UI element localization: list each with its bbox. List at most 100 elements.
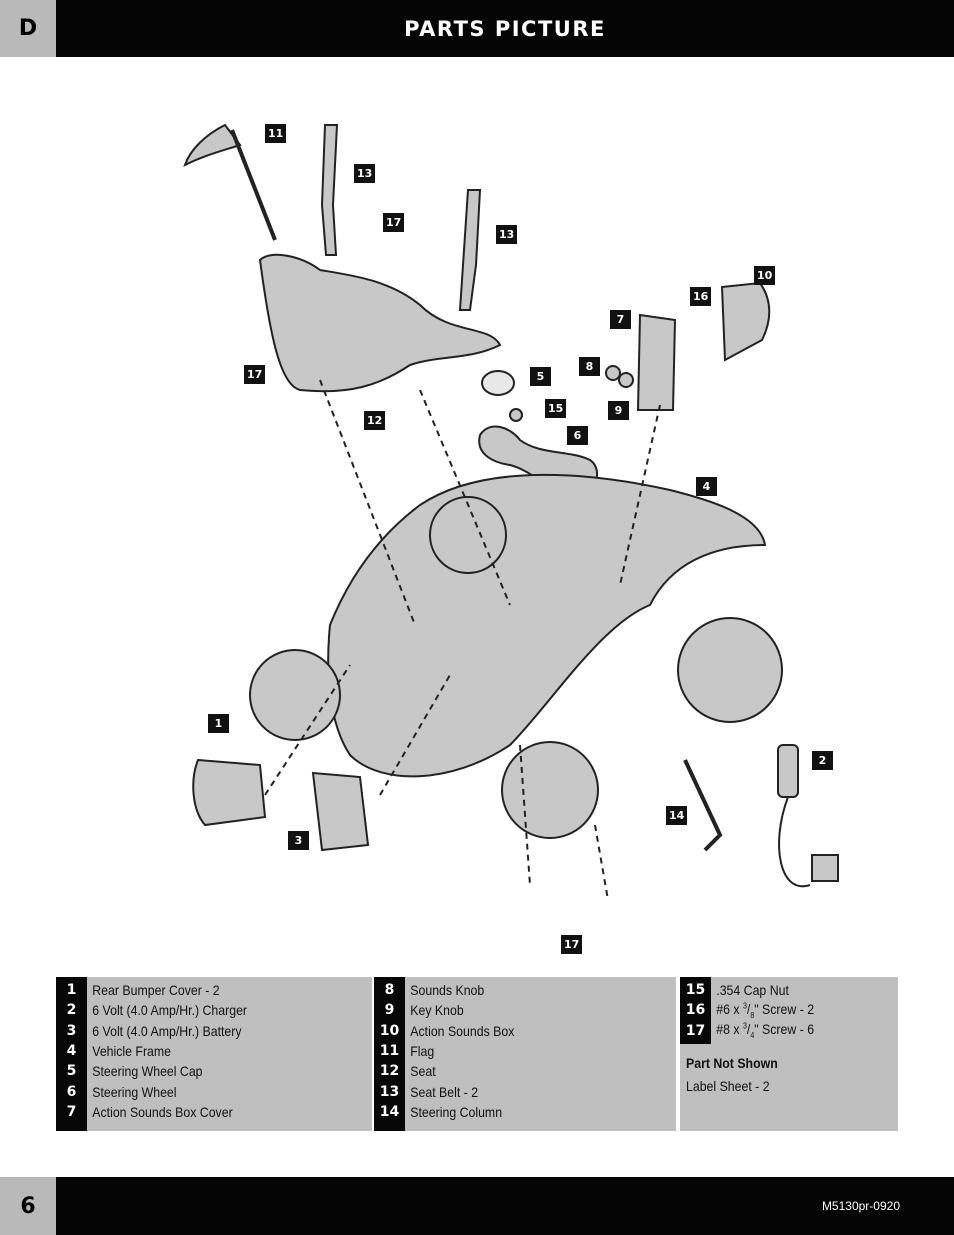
part-not-shown-title: Part Not Shown [686,1055,778,1071]
legend-column-1: 1 Rear Bumper Cover - 2 2 6 Volt (4.0 Amp/… [56,977,372,1131]
action-sounds-box [720,281,771,362]
legend-item-number: 9 [384,1002,395,1019]
legend-item: 2 6 Volt (4.0 Amp/Hr.) Charger [56,1000,372,1020]
legend-item-name: Steering Wheel [92,1083,177,1100]
legend-item: 5 Steering Wheel Cap [56,1061,372,1081]
callout-17-seat-side: 17 [244,365,266,384]
parts-legend: 1 Rear Bumper Cover - 2 2 6 Volt (4.0 Amp/… [56,977,898,1131]
callout-3: 3 [288,831,309,850]
page-footer: 6 M5130pr-0920 [0,1177,954,1235]
legend-item-name: Seat Belt - 2 [410,1083,479,1100]
legend-item: 1 Rear Bumper Cover - 2 [56,980,372,1000]
callout-4: 4 [696,477,717,496]
page-header: D PARTS PICTURE [0,0,954,57]
legend-item-name: Action Sounds Box Cover [92,1103,233,1120]
exploded-view-illustration [183,123,839,901]
callout-13-right: 13 [496,225,518,244]
legend-item: 8 Sounds Knob [374,980,676,1000]
legend-item-number: 17 [685,1022,706,1039]
legend-item-name: Flag [410,1043,435,1060]
section-letter: D [0,0,56,57]
legend-item-number: 12 [379,1063,400,1080]
callout-16: 16 [690,287,712,306]
legend-item-number: 16 [685,1002,706,1019]
legend-item: 15 .354 Cap Nut [680,980,898,1000]
legend-item-number: 8 [384,982,395,999]
callout-5: 5 [530,367,551,386]
assembly-dashed-lines [264,379,661,901]
callout-2: 2 [812,751,833,770]
legend-item-number: 11 [379,1043,400,1060]
legend-item-number: 7 [66,1103,77,1120]
flag-pole [230,129,277,241]
legend-item-name: .354 Cap Nut [716,982,789,999]
legend-item-name: #6 x 3/8" Screw - 2 [716,1001,815,1020]
legend-item-name: Sounds Knob [410,982,485,999]
callout-9: 9 [608,401,629,420]
legend-item: 17 #8 x 3/4" Screw - 6 [680,1021,898,1041]
rear-bumper-cover [192,758,267,827]
callout-15: 15 [545,399,567,418]
legend-item: 3 6 Volt (4.0 Amp/Hr.) Battery [56,1021,372,1041]
legend-item-number: 1 [66,982,77,999]
seat-part [258,253,502,393]
legend-item-name: 6 Volt (4.0 Amp/Hr.) Battery [92,1022,242,1039]
legend-item-name: Action Sounds Box [410,1022,515,1039]
vehicle-frame-part [327,473,767,778]
legend-item: 9 Key Knob [374,1000,676,1020]
wheel-rear-right [501,741,599,839]
charger-plug [811,854,839,882]
legend-item-name: Seat [410,1063,436,1080]
legend-item-number: 6 [66,1083,77,1100]
key-knob [618,372,634,388]
callout-7: 7 [610,310,631,329]
callout-17-seat-top: 17 [383,213,405,232]
legend-item: 11 Flag [374,1041,676,1061]
charger-cord [778,796,811,888]
seat-belt-right [458,189,482,311]
legend-item-number: 3 [66,1022,77,1039]
legend-item-number: 13 [379,1083,400,1100]
document-code: M5130pr-0920 [821,1199,900,1213]
callout-13-left: 13 [354,164,376,183]
action-sounds-box-cover [636,313,677,411]
steering-wheel-cap [481,370,515,396]
seat-belt-left [320,124,339,256]
legend-column-3: 15 .354 Cap Nut 16 #6 x 3/8" Screw - 2 17 #… [680,977,898,1131]
legend-item-name: Key Knob [410,1002,464,1019]
parts-diagram: 11 13 17 13 10 16 7 5 8 15 9 6 4 12 17 1… [150,105,850,965]
steering-column-part [683,759,723,852]
legend-item-number: 2 [66,1002,77,1019]
callout-14: 14 [666,806,688,825]
wheel-front-right [677,617,783,723]
callout-10: 10 [754,266,776,285]
legend-item: 16 #6 x 3/8" Screw - 2 [680,1000,898,1020]
charger-part [777,744,799,798]
flag-part [183,123,242,167]
legend-item-name: Vehicle Frame [92,1043,172,1060]
part-not-shown-item: Label Sheet - 2 [686,1078,770,1094]
sounds-knob [605,365,621,381]
callout-11: 11 [265,124,287,143]
legend-item: 7 Action Sounds Box Cover [56,1102,372,1122]
page-number: 6 [0,1177,56,1235]
legend-item: 4 Vehicle Frame [56,1041,372,1061]
wheel-front-left [429,496,507,574]
legend-item-name: Steering Wheel Cap [92,1063,203,1080]
legend-item-number: 15 [685,982,706,999]
legend-item-name: Rear Bumper Cover - 2 [92,982,220,999]
legend-item-name: Steering Column [410,1103,503,1120]
callout-8: 8 [579,357,600,376]
legend-item: 13 Seat Belt - 2 [374,1081,676,1101]
legend-item: 14 Steering Column [374,1102,676,1122]
callout-12: 12 [364,411,386,430]
legend-item-name: #8 x 3/4" Screw - 6 [716,1021,815,1041]
legend-item-number: 5 [66,1063,77,1080]
battery-part [311,771,370,852]
legend-item: 12 Seat [374,1061,676,1081]
callout-6: 6 [567,426,588,445]
legend-item-number: 14 [379,1103,400,1120]
legend-item-number: 4 [66,1043,77,1060]
legend-item-name: 6 Volt (4.0 Amp/Hr.) Charger [92,1002,248,1019]
